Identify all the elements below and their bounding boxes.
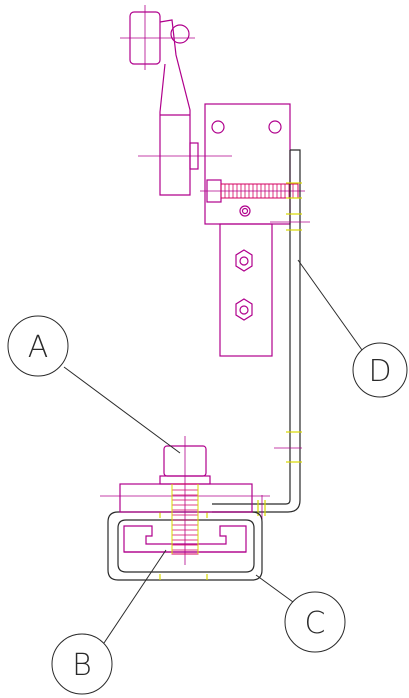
rail-outer xyxy=(107,511,263,581)
terminal-hole-lower xyxy=(239,305,249,315)
roller-lever-assembly xyxy=(120,5,232,196)
cap-screw xyxy=(159,436,211,565)
callout-c-leader xyxy=(255,574,294,603)
limit-switch-body xyxy=(204,103,291,357)
callout-c: C xyxy=(255,574,346,653)
rail-inner xyxy=(117,519,255,573)
callout-d-bubble xyxy=(352,342,408,398)
plunger-screw-inner xyxy=(241,207,249,215)
terminal-hole-upper xyxy=(239,256,249,266)
callout-c-bubble xyxy=(284,591,346,653)
thread-lines xyxy=(172,489,198,551)
din-rail-channel xyxy=(107,511,263,581)
base-plate-body xyxy=(119,483,253,513)
switch-mounting-screw xyxy=(200,179,305,203)
callout-a-label: A xyxy=(28,330,49,365)
mount-hole-left xyxy=(211,120,225,134)
callout-a: A xyxy=(7,315,181,454)
callout-a-bubble xyxy=(7,315,69,377)
l-bracket xyxy=(212,149,301,513)
callout-d: D xyxy=(297,259,408,398)
callout-a-leader xyxy=(63,366,181,454)
slot-profile xyxy=(123,525,247,553)
callout-d-leader xyxy=(297,259,363,351)
bracket-centerlines xyxy=(261,221,310,520)
roller-pin xyxy=(170,24,190,44)
plunger-screw xyxy=(239,205,251,217)
bracket-outer xyxy=(212,149,301,513)
callout-b-label: B xyxy=(72,648,92,683)
screw-thread-body xyxy=(171,483,199,555)
callout-b-bubble xyxy=(51,633,113,695)
callout-d-label: D xyxy=(368,354,391,389)
switch-lower-body xyxy=(219,223,273,357)
lever-arm xyxy=(159,19,191,196)
mount-hole-right xyxy=(268,120,282,134)
rail-hidden-marks xyxy=(159,512,208,580)
terminal-nut-lower xyxy=(235,298,253,321)
bracket-hidden-lines xyxy=(257,182,302,516)
bracket-inner xyxy=(212,150,291,505)
callout-c-label: C xyxy=(305,606,326,641)
callout-b: B xyxy=(51,549,167,695)
callout-b-leader xyxy=(103,549,167,644)
terminal-nut-upper xyxy=(235,249,253,272)
